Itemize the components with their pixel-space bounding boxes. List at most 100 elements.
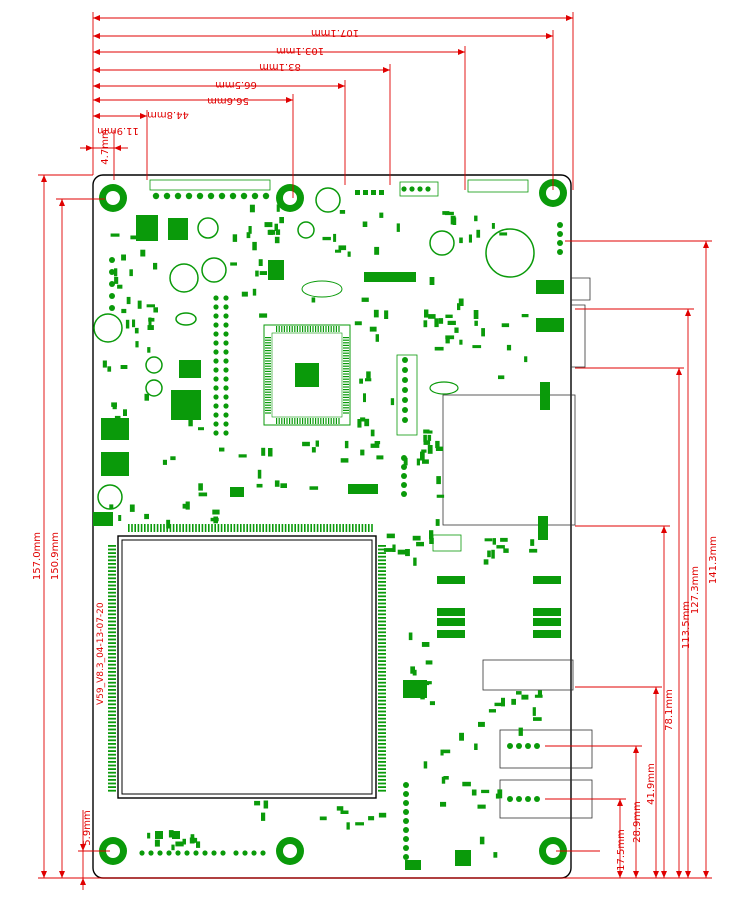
header-pad — [109, 305, 115, 311]
lcd-top-pin — [179, 524, 181, 532]
lcd-left-pin — [108, 732, 116, 734]
lcd-right-pin — [378, 732, 386, 734]
lcd-top-pin — [339, 524, 341, 532]
lcd-left-pin — [108, 645, 116, 648]
soc-pin — [328, 418, 330, 424]
smd-pad — [257, 469, 262, 479]
lcd-right-pin — [378, 728, 386, 731]
smd-pad — [336, 806, 344, 811]
smd-pad — [118, 515, 122, 521]
lcd-left-pin — [108, 728, 116, 731]
smd-pad — [412, 535, 421, 541]
smd-pad — [238, 454, 247, 458]
header-pad — [401, 464, 407, 470]
soc-pin — [343, 339, 349, 341]
smd-pad — [416, 458, 420, 466]
soc-pin — [294, 418, 296, 424]
soc-pin — [307, 418, 309, 424]
lcd-top-pin — [128, 524, 130, 532]
header-pad — [184, 850, 190, 856]
lcd-right-pin — [378, 764, 386, 767]
lcd-top-pin — [192, 524, 194, 532]
lcd-left-pin — [108, 617, 116, 619]
lcd-right-pin — [378, 656, 386, 659]
dimension-arrow-icon — [41, 15, 709, 885]
soc-pin — [343, 383, 349, 385]
smd-pad — [154, 839, 160, 847]
lcd-top-pin — [342, 524, 344, 532]
lcd-top-pin — [201, 524, 204, 532]
header-pad — [213, 340, 219, 346]
soc-pin — [265, 386, 271, 388]
smd-pad — [462, 781, 471, 787]
smd-pad — [369, 326, 377, 332]
header-pad — [401, 186, 407, 192]
soc-pin — [265, 363, 271, 365]
smd-pad — [175, 841, 184, 847]
smd-pad — [491, 223, 495, 229]
header-pad — [213, 295, 219, 301]
header-pad — [213, 412, 219, 418]
dimension-arrow-icon — [86, 145, 93, 151]
soc-pin — [283, 418, 285, 424]
soc-pin — [343, 363, 349, 365]
soc-pin — [291, 326, 293, 332]
smd-pad — [408, 632, 413, 641]
dimension-arrow-icon — [80, 878, 86, 885]
dimension-arrow-icon — [114, 145, 121, 151]
header-pad — [401, 491, 407, 497]
lcd-right-pin — [378, 789, 386, 792]
mounting-hole-icon — [539, 837, 567, 865]
lcd-top-pin — [310, 524, 312, 532]
smd-pad — [246, 232, 251, 239]
smd-pad — [109, 504, 114, 510]
dim-top-83: 83.1mm — [259, 61, 301, 72]
soc-pin — [343, 360, 349, 362]
lcd-top-pin — [352, 524, 354, 532]
lcd-top-pin — [272, 524, 274, 532]
header-pad — [516, 743, 522, 749]
lcd-top-pin — [131, 524, 133, 532]
lcd-right-pin — [378, 750, 386, 752]
header-pad — [213, 313, 219, 319]
soc-pin — [343, 386, 349, 388]
smd-pad — [171, 844, 175, 851]
lcd-right-pin — [378, 595, 386, 598]
soc-pin — [322, 418, 324, 424]
lcd-left-pin — [108, 602, 116, 605]
header-pad — [223, 322, 229, 328]
smd-pad — [365, 378, 372, 382]
smd-pad — [459, 339, 463, 345]
smd-pad — [362, 221, 368, 227]
header-pad — [220, 850, 226, 856]
lcd-top-pin — [172, 524, 175, 532]
dimension-arrow-icon — [80, 844, 86, 851]
smd-pad — [162, 459, 167, 465]
lcd-top-pin — [211, 524, 213, 532]
lcd-right-pin — [378, 620, 386, 623]
soc-pin — [343, 378, 349, 380]
smd-pad — [254, 800, 261, 806]
smd-pad — [360, 449, 365, 456]
header-pad — [516, 796, 522, 802]
header-pad — [196, 192, 204, 200]
header-pad — [240, 192, 248, 200]
smd-pad — [494, 702, 504, 707]
soc-pin — [320, 418, 322, 424]
lcd-top-pin — [364, 524, 367, 532]
lcd-top-pin — [176, 524, 178, 532]
lcd-top-pin — [204, 524, 207, 532]
smd-pad — [440, 801, 447, 807]
soc-pin — [343, 365, 349, 367]
lcd-top-pin — [169, 524, 172, 532]
smd-pad — [533, 717, 542, 721]
lcd-top-pin — [243, 524, 245, 532]
soc-pin — [312, 326, 314, 332]
soc-pin — [299, 326, 301, 332]
smd-pad — [426, 430, 433, 434]
header-pad — [409, 186, 415, 192]
smd-pad — [481, 328, 485, 337]
smd-pad — [198, 492, 208, 497]
soc-pin — [265, 402, 271, 404]
soc-pin — [299, 418, 301, 424]
